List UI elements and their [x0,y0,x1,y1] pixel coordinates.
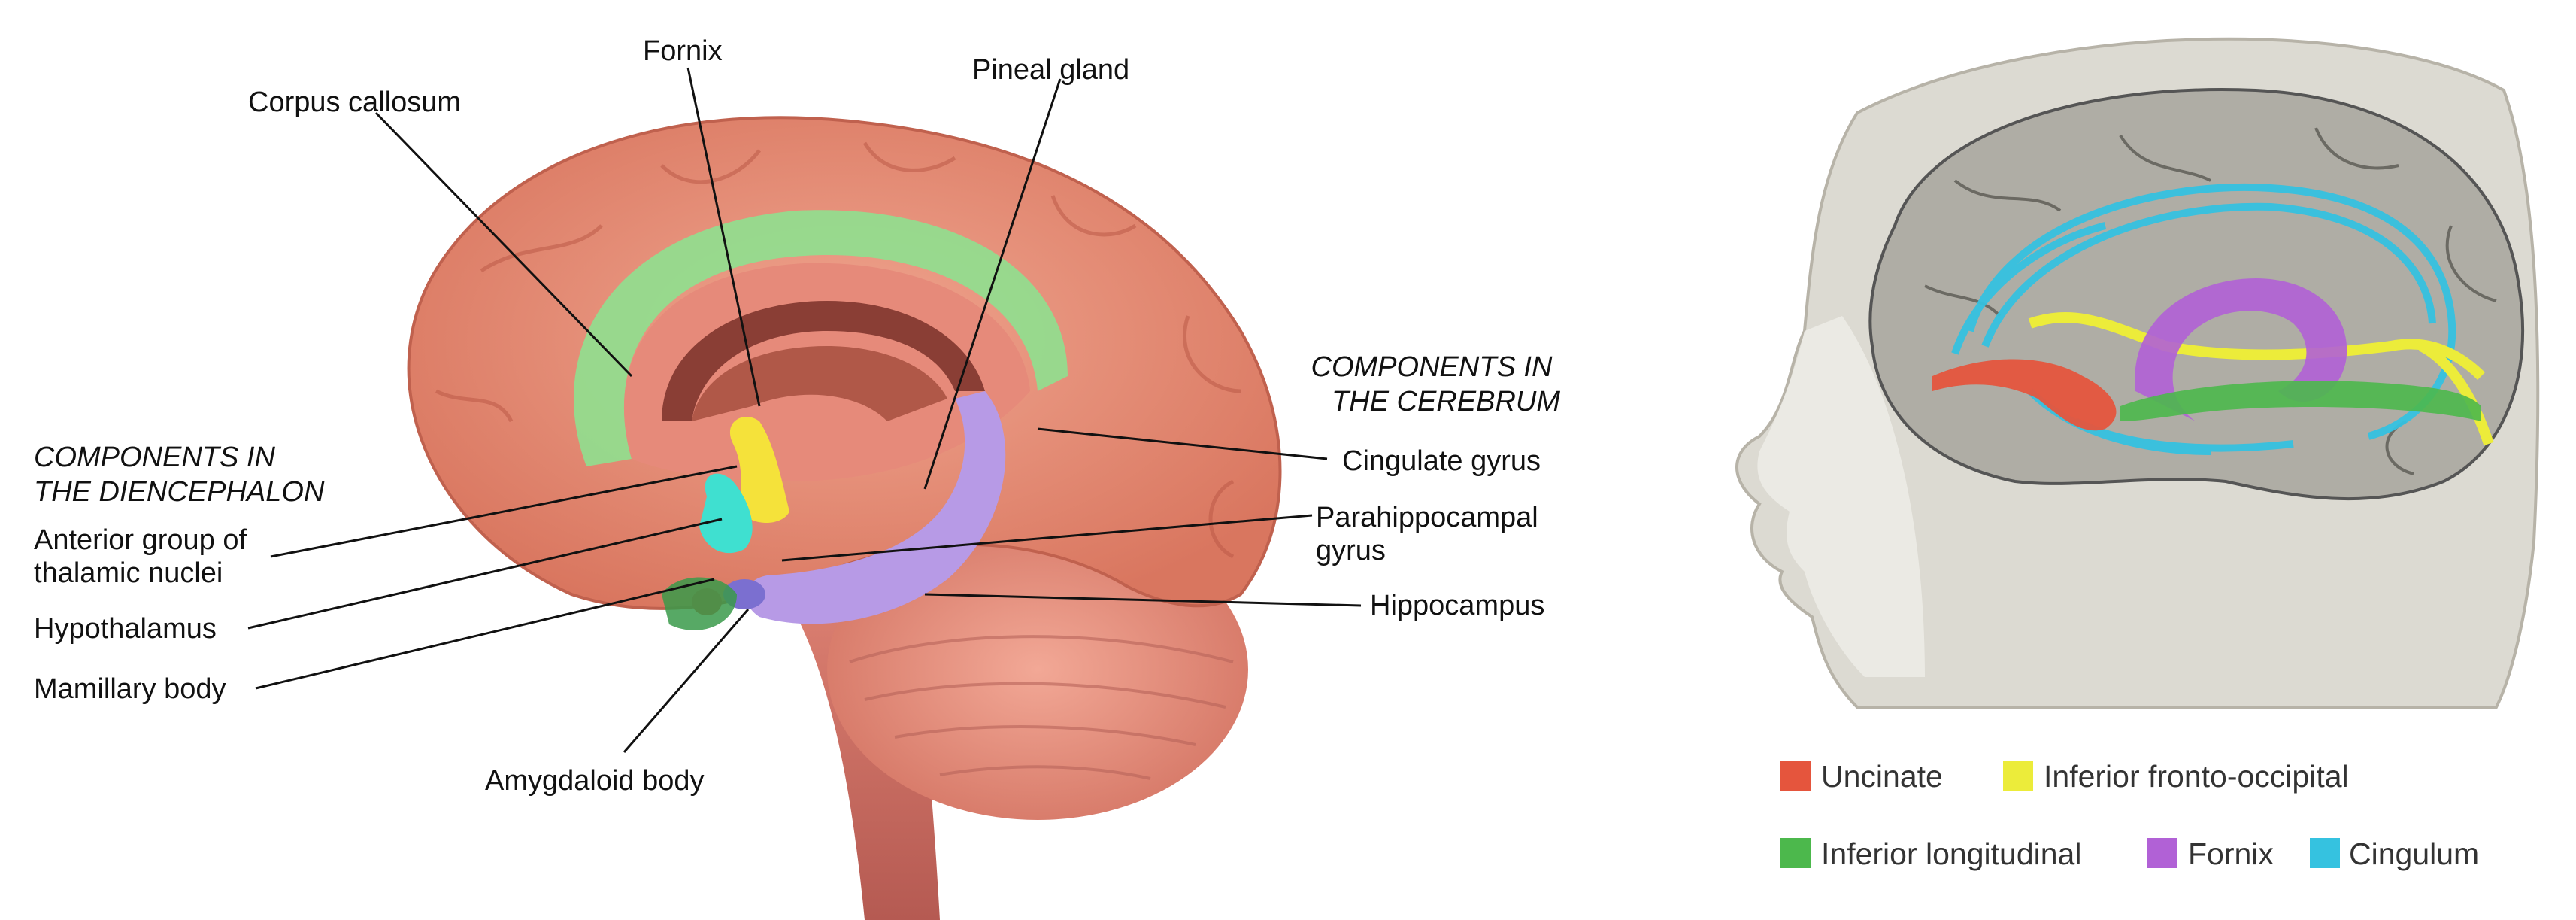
leader-parahippocampal-gyrus [781,514,1313,562]
inferior-fronto-occipital-fibers [2028,311,2494,446]
legend-swatch [2003,761,2033,791]
green-subcortical [662,577,737,630]
section-diencephalon: COMPONENTS IN THE DIENCEPHALON [34,442,325,508]
leader-amygdaloid-body [623,609,750,753]
label-hypothalamus: Hypothalamus [34,613,217,645]
leader-anterior-thalamic [270,465,738,558]
label-corpus-callosum: Corpus callosum [248,87,461,118]
limbic-brain-illustration [407,116,1282,920]
leader-mamillary-body [255,578,715,690]
legend-label: Inferior fronto-occipital [2044,759,2349,794]
legend-label: Fornix [2188,837,2274,871]
label-hippocampus: Hippocampus [1370,590,1544,621]
label-cingulate-gyrus: Cingulate gyrus [1342,445,1541,477]
tractography-illustration [1735,37,2540,709]
label-mamillary-body: Mamillary body [34,673,226,705]
label-fornix: Fornix [643,35,723,67]
leader-hippocampus [924,593,1362,607]
anterior-thalamic-shape [729,417,789,523]
label-parahippocampal-gyrus: Parahippocampal gyrus [1316,502,1546,566]
leader-fornix [686,67,761,407]
leader-cingulate-gyrus [1037,427,1328,460]
section-cerebrum: COMPONENTS IN THE CEREBRUM [1311,351,1561,417]
legend-swatch [1780,838,1811,868]
legend-item-fornix: Fornix [2147,837,2274,871]
leader-pineal-gland [923,78,1062,490]
label-amygdaloid-body: Amygdaloid body [485,765,705,797]
legend-label: Cingulum [2349,837,2479,871]
legend-label: Uncinate [1821,759,1943,794]
tract-legend: Uncinate Inferior fronto-occipital Infer… [1780,759,2479,871]
legend-label: Inferior longitudinal [1821,837,2081,871]
legend-item-inferior-longitudinal: Inferior longitudinal [1780,837,2081,871]
label-anterior-thalamic: Anterior group of thalamic nuclei [34,524,255,589]
face-shading [1757,316,1925,677]
hippocampus-shape [745,391,1006,624]
leader-hypothalamus [247,518,723,630]
cingulate-gyrus-region [573,210,1068,466]
fornix-shape [692,346,947,421]
legend-swatch [2147,838,2177,868]
label-pineal-gland: Pineal gland [972,54,1129,86]
legend-item-cingulum: Cingulum [2310,837,2479,871]
hypothalamus-shape [699,473,753,554]
legend-swatch [1780,761,1811,791]
legend-item-inferior-fronto-occipital: Inferior fronto-occipital [2003,759,2349,794]
legend-swatch [2310,838,2340,868]
inferior-longitudinal-fibers [2120,381,2481,421]
leader-lines [247,67,1362,753]
leader-corpus-callosum [374,111,633,378]
legend-item-uncinate: Uncinate [1780,759,1943,794]
uncinate-fibers [1932,359,2117,431]
